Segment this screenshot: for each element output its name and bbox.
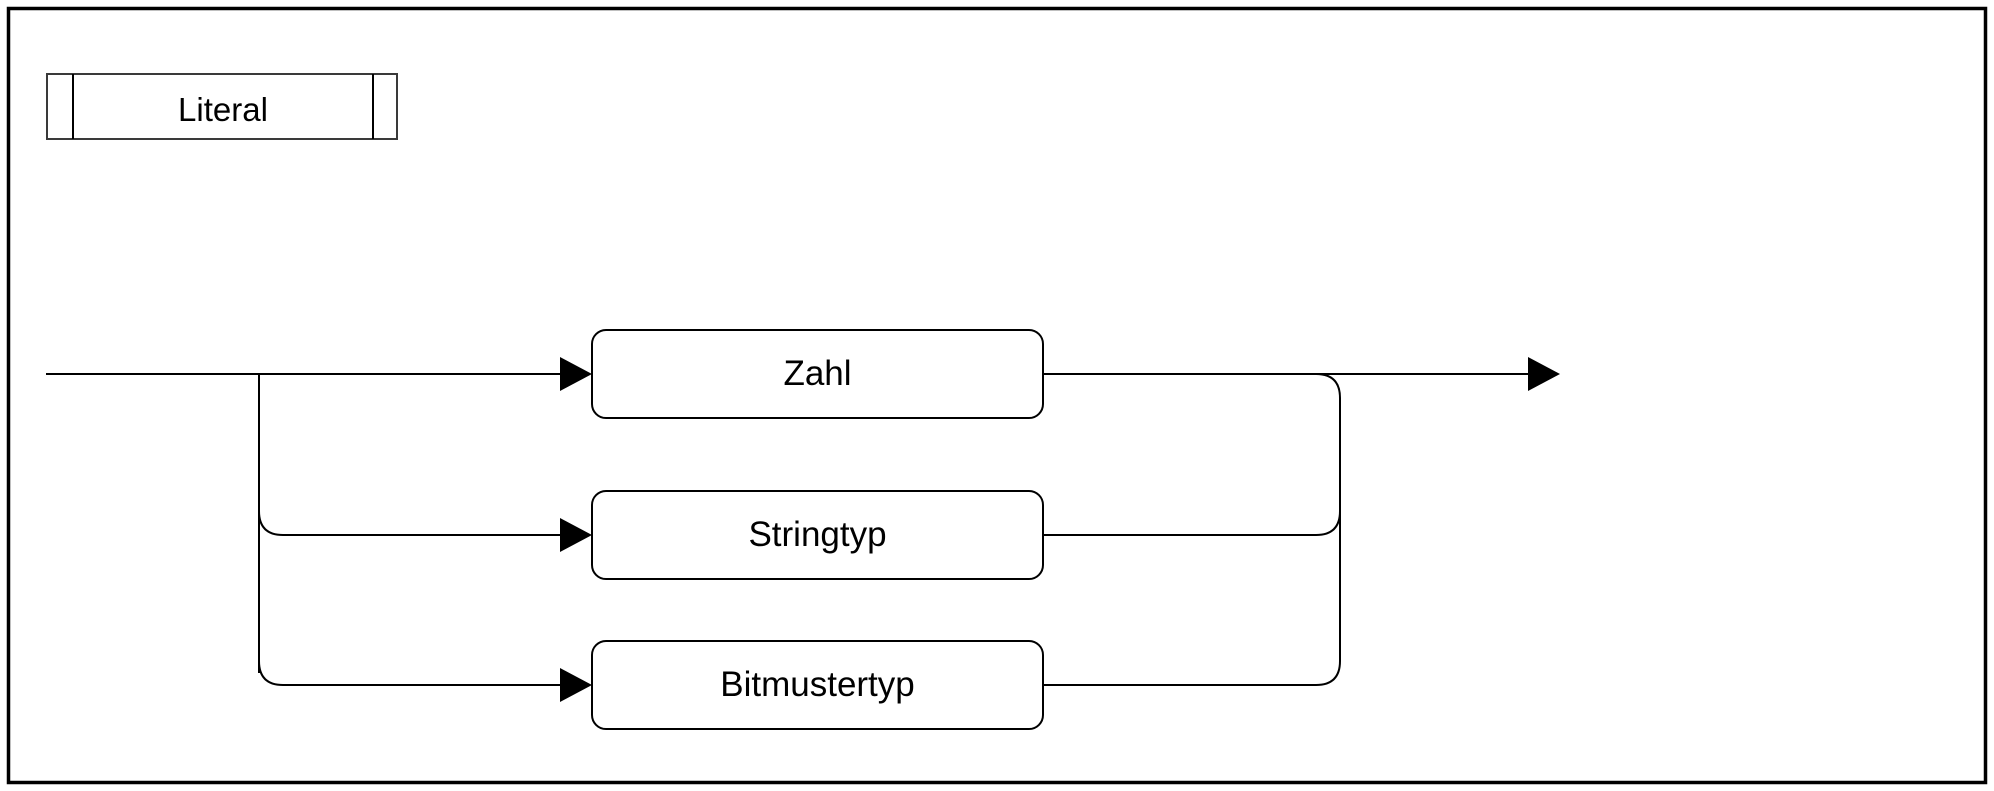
branch-rail-stringtyp <box>258 510 560 536</box>
branch-rail-bitmustertyp <box>258 660 560 686</box>
node-label-bitmustertyp: Bitmustertyp <box>720 665 915 704</box>
diagram-title: Literal <box>178 91 268 128</box>
arrowhead-exit <box>1528 357 1560 391</box>
header-box <box>46 73 398 140</box>
header-box-outline <box>46 73 398 140</box>
exit-rail-bitmustertyp <box>1043 660 1341 686</box>
node-label-zahl: Zahl <box>783 354 852 393</box>
node-label-stringtyp: Stringtyp <box>748 515 887 554</box>
page-frame <box>6 6 1988 785</box>
arrowhead-into-stringtyp <box>560 518 592 552</box>
node-box-stringtyp[interactable] <box>591 490 1044 580</box>
merge-column-rail <box>1315 373 1341 661</box>
arrowhead-into-bitmustertyp <box>560 668 592 702</box>
arrowhead-into-zahl <box>560 357 592 391</box>
node-box-zahl[interactable] <box>591 329 1044 419</box>
node-box-bitmustertyp[interactable] <box>591 640 1044 730</box>
exit-rail-stringtyp <box>1043 510 1341 536</box>
